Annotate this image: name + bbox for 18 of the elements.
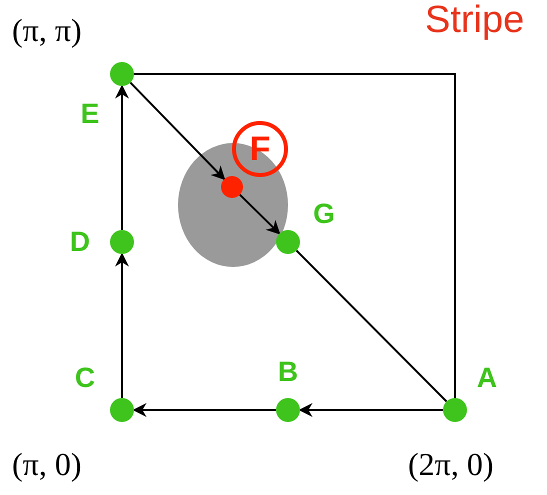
point-label: A [476,363,498,393]
arrow [239,194,280,235]
arrow [115,84,129,230]
point-label: D [68,227,92,257]
point-label: C [74,363,96,393]
connector-line [296,250,448,402]
coordinate-label: (π, π) [12,12,82,48]
arrow [130,82,226,180]
point-label: G [312,199,336,229]
coordinate-label: (2π, 0) [408,446,494,482]
arrow [115,252,129,398]
arrow [132,403,276,417]
arrow [298,403,443,417]
coordinate-label: (π, 0) [12,446,82,482]
point-label: E [80,99,100,129]
point-label: B [276,357,300,387]
title-text: Stripe [425,2,524,38]
circled-point-label: F [232,121,288,177]
